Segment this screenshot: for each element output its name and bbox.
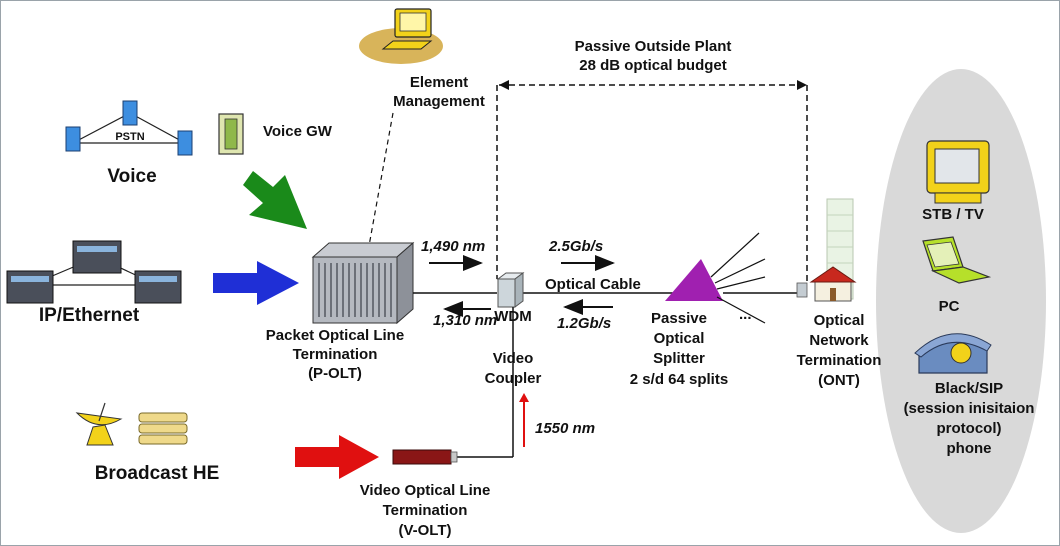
phone-label-2: (session inisitaion [904, 400, 1035, 417]
upstream-rate-label: 1.2Gb/s [557, 315, 611, 332]
ethernet-network [6, 240, 182, 304]
phone-label-4: phone [947, 440, 992, 457]
ont-label-3: Termination [797, 352, 882, 369]
volt-label-2: Termination [383, 502, 468, 519]
polt-label-2: Termination [293, 346, 378, 363]
volt-label-1: Video Optical Line [360, 482, 491, 499]
downstream-rate-label: 2.5Gb/s [548, 238, 603, 255]
outside-plant-bracket [496, 80, 808, 285]
optical-cable-label: Optical Cable [545, 276, 641, 293]
ont-label-2: Network [809, 332, 869, 349]
voice-label: Voice [107, 166, 156, 187]
wavelength-1490-label: 1,490 nm [421, 238, 485, 255]
wavelength-1550-arrowhead [519, 393, 529, 402]
ip-ethernet-label: IP/Ethernet [39, 305, 140, 326]
laptop-icon [922, 236, 992, 284]
polt-label-1: Packet Optical Line [266, 327, 404, 344]
polt-label-3: (P-OLT) [308, 365, 362, 382]
element-management-label-2: Management [393, 93, 485, 110]
olt-chassis-icon [311, 241, 415, 325]
customer-premises-oval [876, 69, 1046, 533]
wavelength-1550-label: 1550 nm [535, 420, 595, 437]
optical-budget-label: 28 dB optical budget [579, 57, 727, 74]
tv-icon [926, 140, 990, 204]
ont-label-4: (ONT) [818, 372, 860, 389]
ip-arrow [213, 261, 299, 305]
splitter-branches [710, 232, 766, 324]
gateway-icon [218, 113, 244, 155]
ont-label-1: Optical [814, 312, 865, 329]
server-stack-icon [138, 412, 188, 445]
video-olt-icon [392, 449, 458, 465]
stb-tv-label: STB / TV [922, 206, 984, 223]
broadcast-he-label: Broadcast HE [95, 463, 220, 484]
pc-label: PC [939, 298, 960, 315]
management-link [366, 112, 394, 258]
workstation-icon [359, 8, 443, 64]
splitter-label-4: 2 s/d 64 splits [630, 371, 728, 388]
phone-icon [914, 333, 992, 374]
coupler-box-icon [496, 272, 525, 308]
splitter-label-1: Passive [651, 310, 707, 327]
volt-label-3: (V-OLT) [398, 522, 451, 539]
broadcast-arrow [295, 435, 379, 479]
splitter-label-3: Splitter [653, 350, 705, 367]
voice-gw-label: Voice GW [263, 123, 333, 140]
ellipsis-label: ... [739, 306, 752, 323]
voice-arrow [243, 171, 307, 229]
wavelength-1310-label: 1,310 nm [433, 312, 497, 329]
phone-label-3: protocol) [937, 420, 1002, 437]
element-management-label-1: Element [410, 74, 468, 91]
house-building-icon [796, 198, 857, 302]
pstn-network [65, 100, 193, 156]
pstn-label: PSTN [115, 131, 144, 143]
phone-label-1: Black/SIP [935, 380, 1003, 397]
splitter-triangle-icon [665, 259, 723, 301]
splitter-label-2: Optical [654, 330, 705, 347]
passive-outside-plant-label: Passive Outside Plant [575, 38, 732, 55]
satellite-dish-icon [75, 402, 123, 446]
